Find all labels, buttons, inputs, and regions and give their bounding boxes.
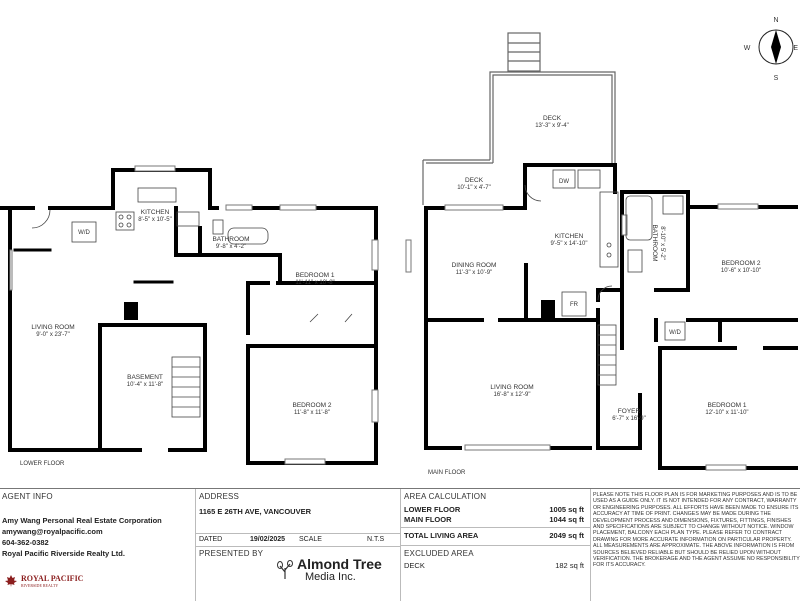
dated-label: DATED: [199, 536, 223, 543]
area-label: MAIN FLOOR: [404, 515, 452, 524]
royal-pacific-logo: ROYAL PACIFIC RIVERSIDE REALTY: [4, 574, 83, 588]
main-floor-label: MAIN FLOOR: [428, 470, 466, 476]
lower-room-name-basement: BASEMENT: [127, 374, 163, 381]
lower-room-dims-bedroom-1: 11'-11" x 10'-8": [295, 280, 334, 286]
area-label: LOWER FLOOR: [404, 505, 461, 514]
maple-leaf-icon: [5, 575, 17, 587]
lower-room-dims-bathroom: 9'-8" x 4'-2": [216, 244, 246, 250]
main-room-dims-deck-small: 10'-1" x 4'-7": [457, 185, 491, 191]
lower-floor-windows: [9, 165, 379, 465]
presented-by-label: PRESENTED BY: [199, 549, 264, 558]
main-floor-fixtures: [524, 169, 686, 386]
compass-n: N: [773, 17, 778, 24]
area-value: 1005 sq ft: [549, 505, 584, 514]
lower-room-dims-bedroom-2: 11'-8" x 11'-8": [294, 410, 330, 416]
compass-s: S: [774, 75, 779, 82]
tree-icon: [277, 560, 293, 579]
lower-room-name-bedroom-2: BEDROOM 2: [292, 402, 331, 409]
main-fixture-wd: W/D: [669, 330, 681, 336]
presented-by-section: PRESENTED BY: [195, 546, 400, 558]
lower-room-dims-living-room: 9'-0" x 23'-7": [36, 332, 70, 338]
address-panel: ADDRESS 1165 E 26TH AVE, VANCOUVER DATED…: [195, 489, 401, 601]
main-room-dims-bedroom-1: 12'-10" x 11'-10": [705, 410, 748, 416]
disclaimer-panel: Please note this floor plan is for marke…: [590, 489, 800, 601]
agent-name: Amy Wang Personal Real Estate Corporatio…: [2, 516, 162, 525]
main-room-name-foyer: FOYER: [618, 408, 641, 415]
compass-e: E: [793, 45, 798, 52]
excluded-label: DECK: [404, 561, 425, 570]
dated-scale-row: DATED 19/02/2025 SCALE N.T.S: [195, 533, 400, 546]
scale-value: N.T.S: [367, 536, 385, 543]
main-room-dims-bathroom: 8'-10" x 5'-2": [659, 226, 665, 260]
compass-icon: N S E W: [744, 17, 799, 82]
almond-tree-logo: Almond Tree Media Inc.: [277, 557, 382, 583]
street-address: 1165 E 26TH AVE, VANCOUVER: [199, 507, 311, 516]
main-room-name-deck-small: DECK: [465, 177, 484, 184]
agent-email: amywang@royalpacific.com: [2, 527, 103, 536]
main-room-dims-bedroom-2: 10'-6" x 10'-10": [721, 268, 761, 274]
main-floor-windows: [405, 203, 759, 471]
lower-room-dims-basement: 10'-4" x 11'-8": [127, 382, 163, 388]
total-label: TOTAL LIVING AREA: [404, 531, 479, 540]
area-value: 1044 sq ft: [549, 515, 584, 524]
excluded-header: EXCLUDED AREA: [404, 549, 474, 558]
main-fixture-dw: DW: [559, 179, 569, 185]
main-room-dims-foyer: 6'-7" x 16'-9": [612, 416, 646, 422]
lower-room-name-bedroom-1: BEDROOM 1: [295, 272, 334, 279]
total-value: 2049 sq ft: [549, 531, 584, 540]
main-room-name-kitchen: KITCHEN: [555, 233, 584, 240]
logo-text-primary: ROYAL PACIFIC: [21, 573, 84, 583]
main-room-name-bedroom-2: BEDROOM 2: [721, 260, 760, 267]
main-floor-labels: DECK 13'-3" x 9'-4" DECK 10'-1" x 4'-7" …: [428, 115, 761, 476]
lower-floor-fixtures: [31, 187, 353, 418]
main-room-dims-living-room: 16'-8" x 12'-9": [494, 392, 531, 398]
lower-floor-walls: [0, 168, 378, 465]
main-room-name-dining-room: DINING ROOM: [452, 262, 497, 269]
main-fixture-fr: FR: [570, 302, 579, 308]
agent-phone: 604-362-0382: [2, 538, 49, 547]
agent-info-panel: AGENT INFO Amy Wang Personal Real Estate…: [0, 489, 196, 601]
disclaimer-text: Please note this floor plan is for marke…: [593, 492, 800, 569]
address-header: ADDRESS: [199, 492, 240, 501]
dated-value: 19/02/2025: [250, 536, 286, 543]
compass-w: W: [744, 45, 751, 52]
main-room-name-bathroom: BATHROOM: [651, 224, 658, 261]
main-floor-deck-outline: [422, 32, 616, 205]
main-room-dims-kitchen: 9'-5" x 14'-10": [551, 241, 588, 247]
company-name-line2: Media Inc.: [305, 571, 356, 583]
lower-fixture-wd: W/D: [78, 230, 90, 236]
agent-brokerage: Royal Pacific Riverside Realty Ltd.: [2, 549, 125, 558]
lower-room-name-living-room: LIVING ROOM: [31, 324, 74, 331]
main-room-name-living-room: LIVING ROOM: [490, 384, 533, 391]
main-floor-walls: [424, 163, 798, 470]
lower-room-name-kitchen: KITCHEN: [141, 209, 170, 216]
lower-room-dims-kitchen: 8'-5" x 10'-5": [138, 217, 172, 223]
area-header: AREA CALCULATION: [404, 492, 487, 501]
lower-floor-chimney: [124, 302, 138, 320]
logo-text-secondary: RIVERSIDE REALTY: [21, 582, 59, 588]
main-room-name-deck-large: DECK: [543, 115, 562, 122]
floor-plan-drawing: N S E W KITCHEN 8'-5" x 10'-5": [0, 17, 799, 476]
info-footer: AGENT INFO Amy Wang Personal Real Estate…: [0, 488, 800, 601]
main-floor-chimney: [541, 300, 555, 318]
area-calculation-panel: AREA CALCULATION LOWER FLOOR 1005 sq ft …: [400, 489, 591, 601]
company-name-line1: Almond Tree: [297, 556, 382, 572]
lower-room-name-bathroom: BATHROOM: [212, 236, 249, 243]
main-room-dims-dining-room: 11'-3" x 10'-9": [456, 270, 492, 276]
main-room-name-bedroom-1: BEDROOM 1: [707, 402, 746, 409]
main-room-dims-deck-large: 13'-3" x 9'-4": [535, 123, 569, 129]
scale-label: SCALE: [299, 536, 322, 543]
lower-floor-labels: KITCHEN 8'-5" x 10'-5" BATHROOM 9'-8" x …: [20, 209, 335, 467]
agent-info-header: AGENT INFO: [2, 492, 53, 501]
excluded-value: 182 sq ft: [555, 561, 584, 570]
lower-floor-label: LOWER FLOOR: [20, 461, 65, 467]
